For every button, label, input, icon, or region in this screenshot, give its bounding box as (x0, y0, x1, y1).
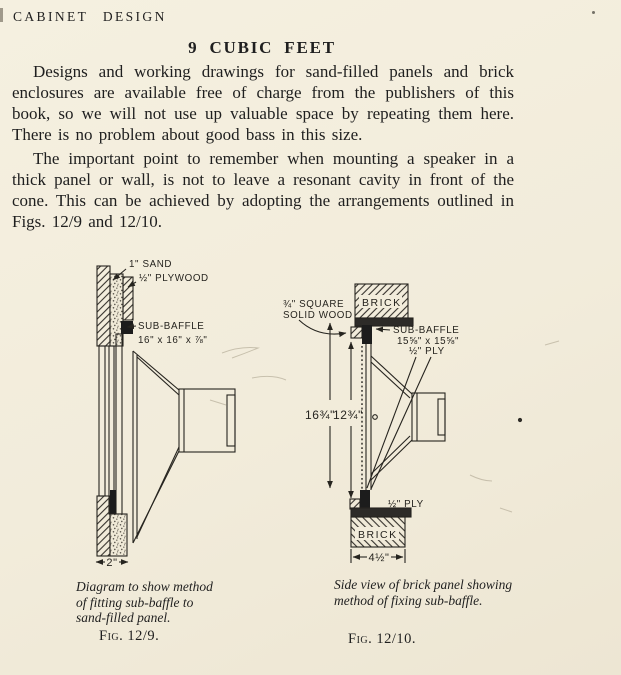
caption-line: Diagram to show method (76, 579, 213, 594)
label-sub-baffle: SUB-BAFFLE (393, 325, 459, 336)
running-header: CABINET DESIGN (13, 9, 167, 24)
brick-top (354, 283, 409, 319)
scan-smudges (209, 340, 560, 513)
label-ply-bottom: ½" PLY (388, 499, 424, 510)
fig-12-9-drawing (95, 265, 236, 565)
fig-12-9-caption: Diagram to show method of fitting sub-ba… (76, 579, 261, 626)
paragraph-1: Designs and working drawings for sand-fi… (12, 62, 514, 144)
square-wood-bottom (349, 498, 361, 510)
panel-board (108, 345, 115, 515)
cone-edge-top (370, 355, 413, 395)
sub-baffle-block-top (121, 321, 133, 334)
paragraph-2: The important point to remember when mou… (12, 149, 514, 231)
panel-board (98, 345, 106, 497)
dim-width-label: 4½" (369, 552, 390, 564)
leader-ply-bottom (371, 507, 387, 515)
leader-plywood (127, 280, 137, 288)
cone-edge-bottom-inner (370, 435, 411, 475)
sub-baffle-block-bottom (110, 490, 116, 514)
label-sand: 1" SAND (129, 259, 172, 270)
fig-12-10-number: Fig. 12/10. (348, 631, 417, 647)
brick-bottom (350, 516, 406, 548)
figures-drawing: 1" SAND ½" PLYWOOD SUB-BAFFLE 16" x 16" … (95, 259, 560, 569)
label-square-wood-2: SOLID WOOD (283, 310, 353, 321)
cone-edge-top (132, 350, 180, 391)
caption-line: method of fixing sub-baffle. (334, 592, 483, 608)
leader-sand (112, 268, 127, 281)
plywood-hatch-right (122, 276, 134, 321)
sub-baffle-board (115, 333, 123, 515)
caption-line: sand-filled panel. (76, 610, 171, 625)
label-sub-baffle-size: 15⅝" x 15⅝" (397, 336, 459, 347)
brick-label-bg (359, 295, 402, 308)
sub-baffle-edge-top (362, 325, 372, 344)
scan-speck (592, 11, 595, 14)
sand-fill-bottom (109, 513, 128, 557)
scan-edge-artifact (0, 8, 3, 22)
dim-inner-label: 12¾" (333, 408, 363, 422)
label-brick-bottom: BRICK (358, 529, 398, 541)
cone-edge-bottom (370, 439, 413, 481)
fig-12-9-number: Fig. 12/9. (99, 628, 160, 644)
caption-line: Side view of brick panel showing (334, 577, 513, 592)
magnet-box (411, 392, 446, 442)
dim-width-label: 2" (106, 557, 117, 569)
leader-square-wood (298, 319, 347, 338)
sub-baffle-edge-bottom (360, 490, 370, 512)
label-sub-baffle: SUB-BAFFLE (138, 321, 204, 332)
leader-sub-baffle (375, 326, 391, 333)
magnet (437, 398, 446, 436)
cone-edge-bottom (132, 450, 180, 544)
plywood-hatch-left (96, 265, 111, 347)
cone-edge-top-inner (136, 356, 180, 396)
leader-long-1 (366, 356, 417, 489)
cone-edge-top-inner (370, 361, 411, 399)
magnet-box (178, 388, 236, 453)
cone-edge-bottom-inner (136, 446, 180, 538)
magnet (226, 394, 236, 447)
sand-fill (109, 273, 124, 347)
label-square-wood-1: ¾" SQUARE (283, 299, 344, 310)
square-wood-top (350, 326, 363, 339)
center-mark (372, 414, 378, 420)
label-plywood: ½" PLYWOOD (139, 273, 209, 284)
plywood-hatch-bottom (96, 495, 111, 557)
ply-strip-top (354, 317, 414, 327)
fig-12-10-drawing (298, 283, 446, 563)
scan-speck (517, 417, 523, 423)
label-sub-baffle-ply: ½" PLY (409, 346, 445, 357)
ply-strip-bottom (350, 507, 412, 518)
caption-line: of fitting sub-baffle to (76, 594, 194, 610)
leader-long-2 (370, 356, 432, 490)
section-title: 9 CUBIC FEET (188, 38, 336, 57)
dim-outer-label: 16¾" (305, 408, 335, 422)
brick-label-bg (355, 527, 399, 540)
leader-sub-baffle (126, 323, 137, 330)
label-brick-top: BRICK (362, 297, 402, 309)
fig-12-10-caption: Side view of brick panel showing method … (334, 577, 564, 608)
label-sub-baffle-size: 16" x 16" x ⅞" (138, 335, 207, 346)
